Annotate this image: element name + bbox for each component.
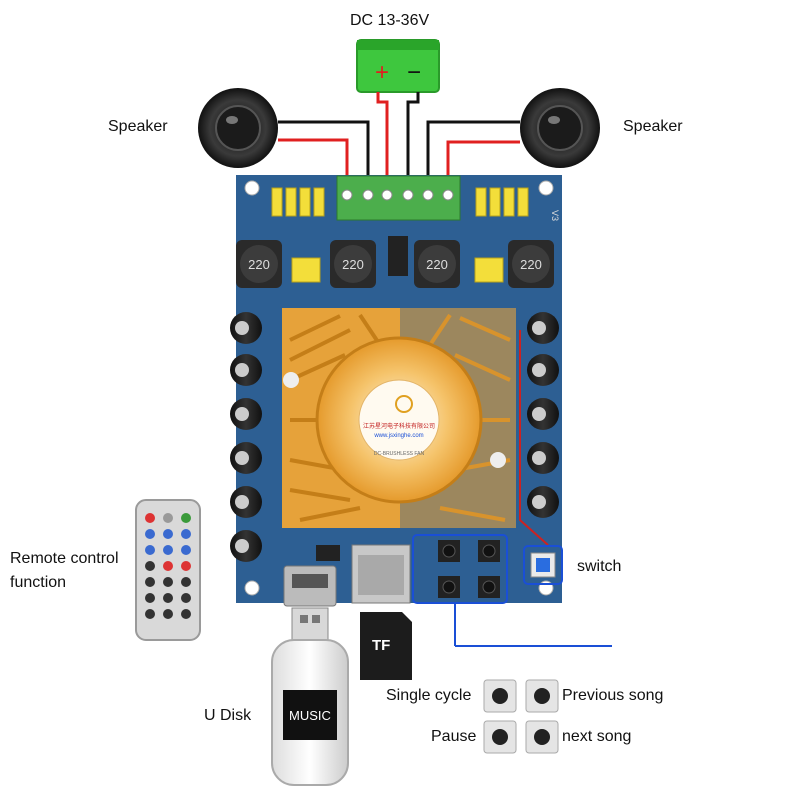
left-speaker-label: Speaker — [108, 118, 168, 135]
svg-text:220: 220 — [520, 257, 542, 272]
capacitors-left — [230, 312, 262, 562]
capacitors-right — [527, 312, 559, 518]
svg-text:DC-BRUSHLESS FAN: DC-BRUSHLESS FAN — [374, 451, 425, 457]
left-speaker-icon — [198, 88, 278, 168]
tf-card-text: TF — [372, 637, 390, 654]
usb-disk-icon: MUSIC — [271, 607, 349, 786]
wires — [278, 92, 520, 190]
switch-label: switch — [577, 558, 622, 575]
svg-text:江苏星河电子科技有限公司: 江苏星河电子科技有限公司 — [363, 422, 435, 430]
battery-plus: + — [375, 59, 389, 86]
single-cycle-label: Single cycle — [386, 687, 472, 704]
usb-screen-text: MUSIC — [289, 708, 331, 723]
remote-label-line2: function — [10, 574, 67, 591]
svg-text:220: 220 — [426, 257, 448, 272]
right-speaker-label: Speaker — [623, 118, 683, 135]
pause-label: Pause — [431, 728, 477, 745]
svg-text:V3: V3 — [550, 210, 560, 221]
remote-label-line1: Remote control — [10, 550, 119, 567]
tf-card-icon: TF — [360, 612, 412, 680]
amplifier-board: 220 220 220 220 V3 — [230, 175, 563, 607]
heatsink: 江苏星河电子科技有限公司 www.jsxinghe.com DC-BRUSHLE… — [282, 308, 516, 528]
remote-control-icon — [135, 499, 201, 641]
inductors: 220 220 220 220 — [236, 240, 554, 288]
battery-minus: − — [407, 59, 421, 86]
connector-lines — [454, 603, 612, 647]
board-buttons — [438, 540, 500, 598]
next-song-label: next song — [562, 728, 632, 745]
usb-disk-label: U Disk — [204, 707, 252, 724]
svg-text:www.jsxinghe.com: www.jsxinghe.com — [373, 433, 423, 439]
legend-button-icons — [483, 679, 559, 754]
svg-text:220: 220 — [342, 257, 364, 272]
battery-icon: + − — [356, 39, 440, 93]
previous-song-label: Previous song — [562, 687, 664, 704]
svg-text:220: 220 — [248, 257, 270, 272]
power-label: DC 13-36V — [350, 12, 430, 29]
right-speaker-icon — [520, 88, 600, 168]
